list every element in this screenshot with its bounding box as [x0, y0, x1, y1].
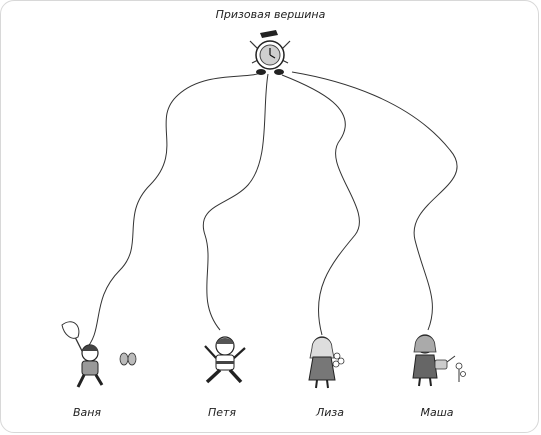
child-name-petya: Петя [207, 406, 237, 419]
path-masha [291, 71, 458, 331]
path-vanya [84, 71, 263, 351]
prize-clock-icon [249, 30, 291, 75]
child-masha-figure [412, 334, 466, 387]
child-liza-figure [308, 336, 345, 389]
plant-icon [455, 362, 466, 382]
child-name-masha: Маша [420, 406, 454, 419]
watering-can-icon [434, 355, 456, 370]
page-title: Призовая вершина [215, 8, 326, 21]
child-vanya-figure [61, 321, 137, 388]
child-name-vanya: Ваня [72, 406, 102, 419]
path-liza [281, 74, 360, 336]
flowers-icon [332, 352, 345, 368]
butterfly-icon [119, 352, 137, 366]
maze-lines [84, 71, 458, 351]
child-petya-figure [204, 336, 246, 384]
path-petya [202, 73, 269, 331]
child-name-liza: Лиза [315, 406, 344, 419]
